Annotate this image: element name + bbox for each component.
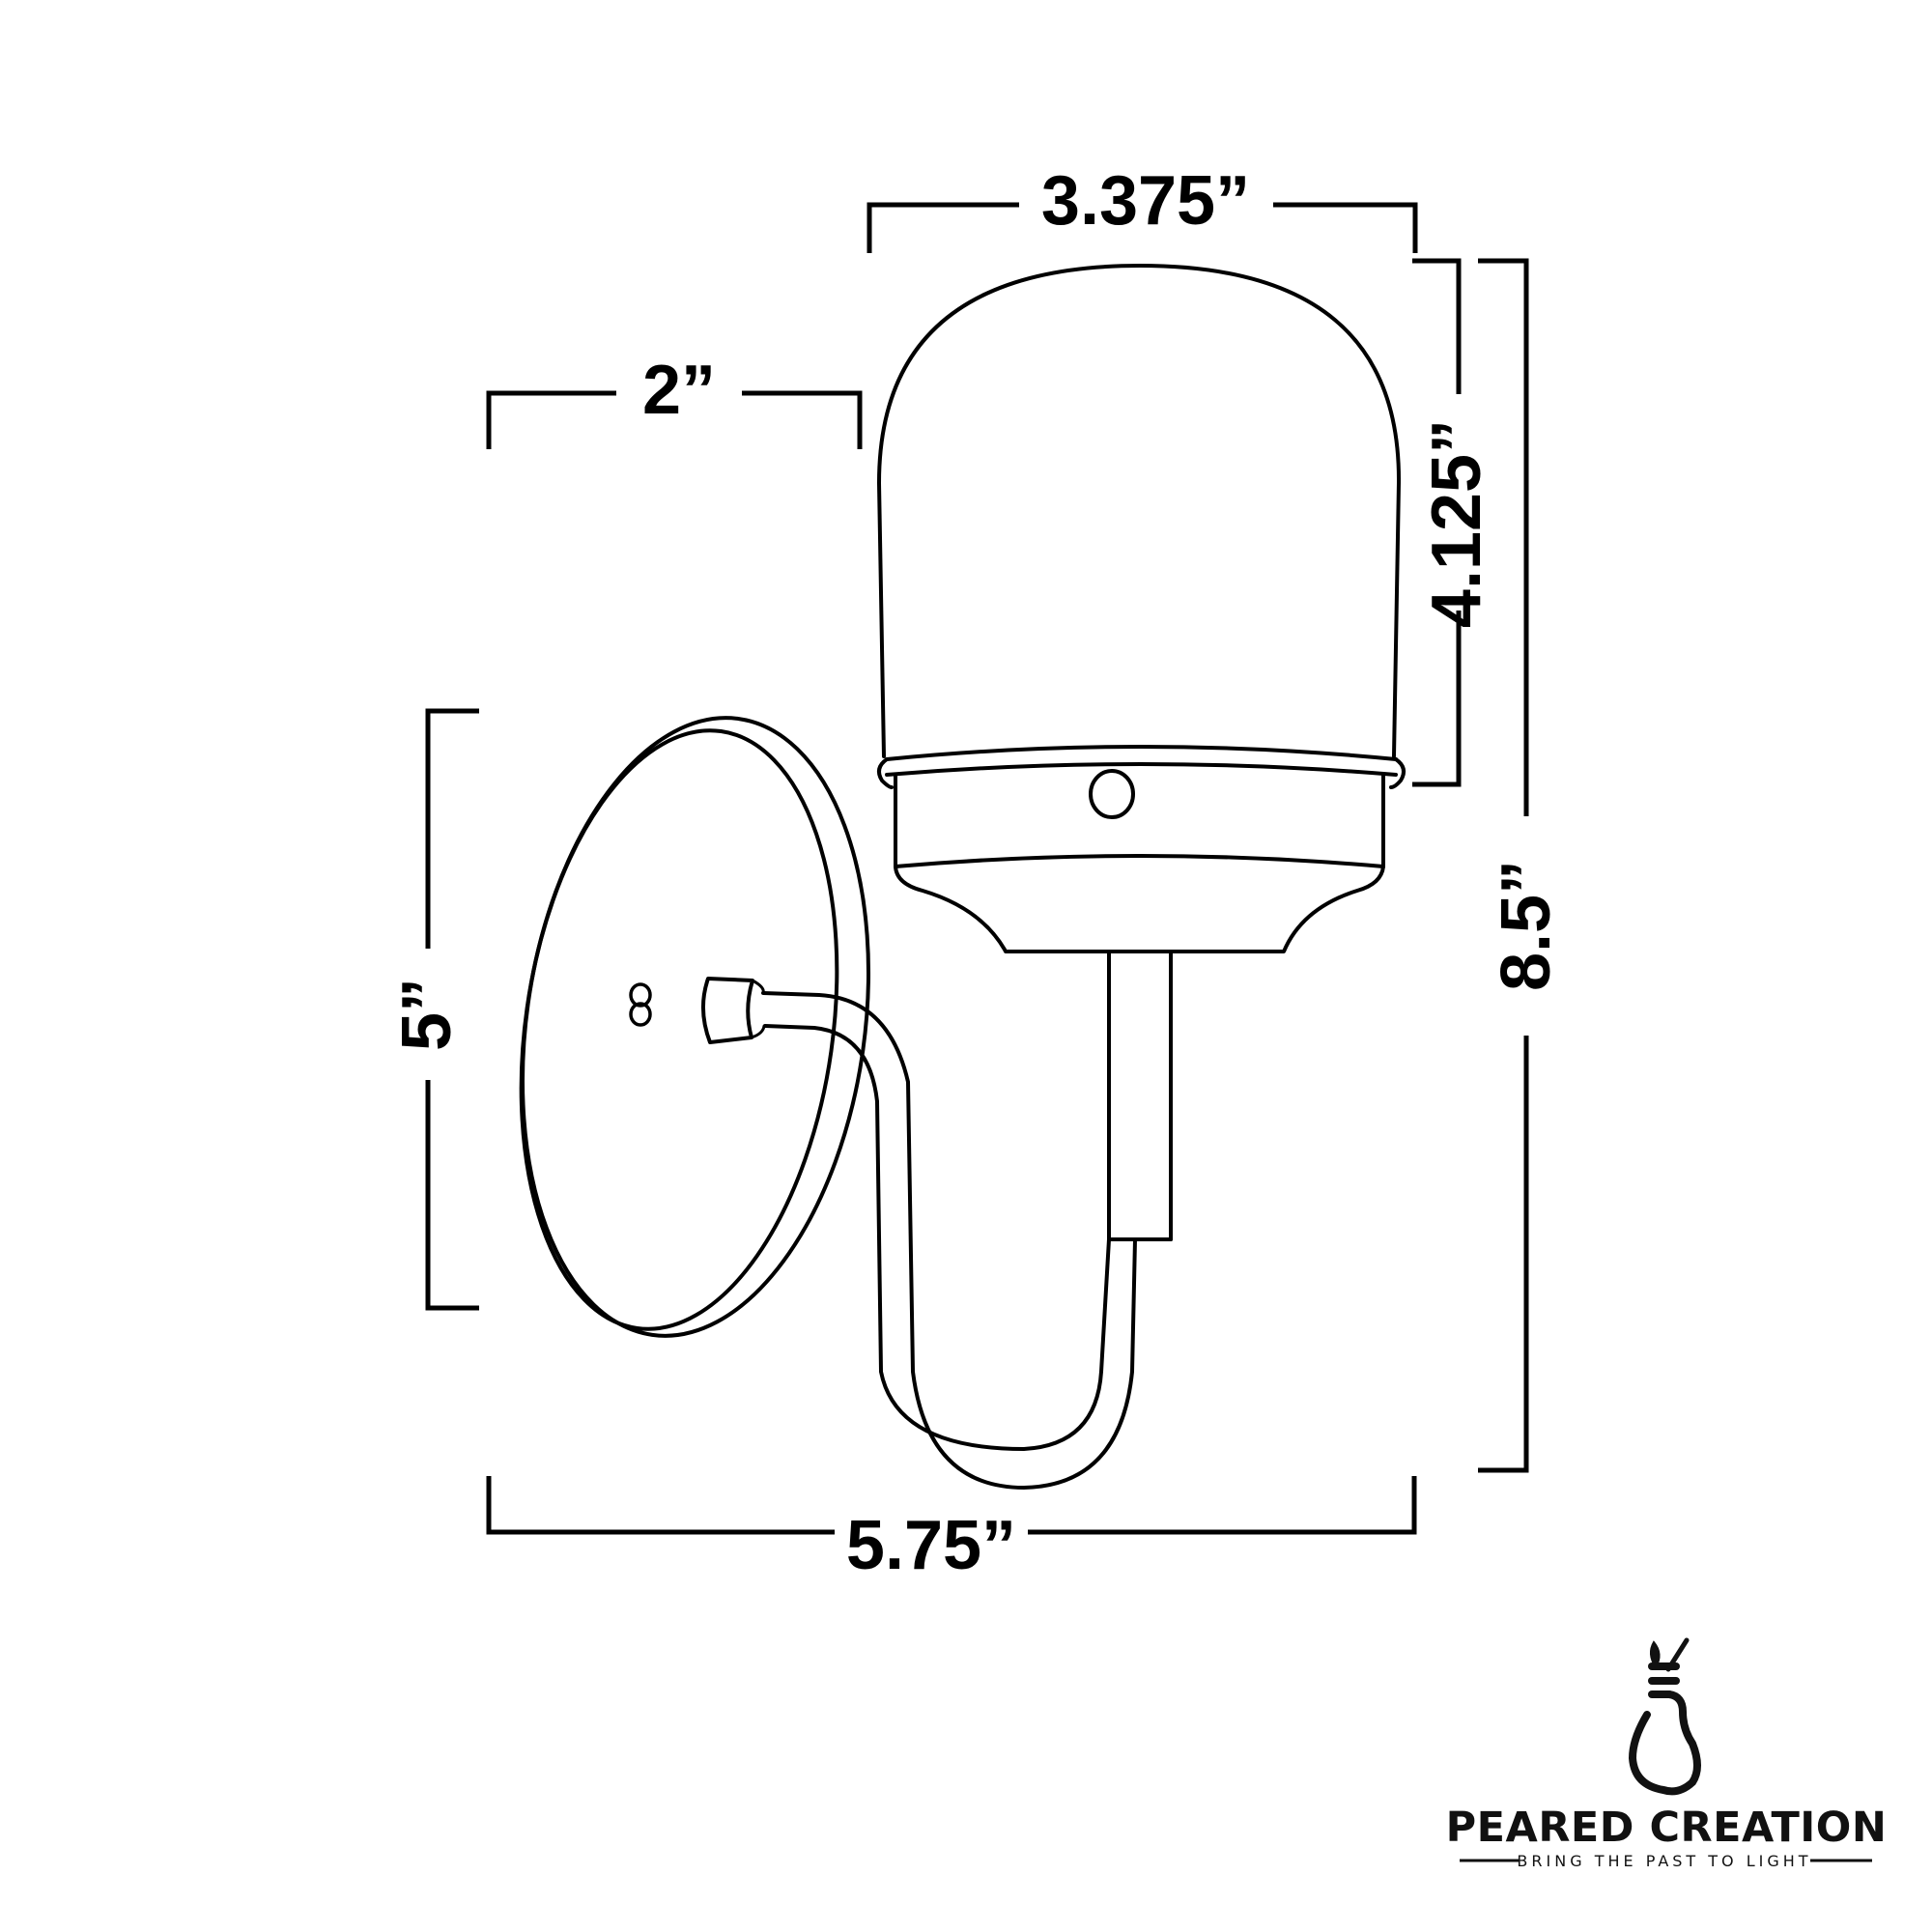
backplate-height-label: 5” bbox=[388, 978, 466, 1051]
shade-height-label: 4.125” bbox=[1418, 419, 1495, 628]
arm-tube bbox=[761, 991, 1137, 1490]
dimension-line-bottom bbox=[1478, 1036, 1529, 1473]
dimension-line-top bbox=[425, 708, 479, 949]
fitter-base bbox=[894, 865, 1385, 953]
arm-collar bbox=[700, 977, 754, 1044]
dimension-shade-height bbox=[1412, 258, 1462, 787]
dimension-shade-width bbox=[867, 202, 1418, 253]
dimension-line-left bbox=[486, 1476, 835, 1535]
total-height-label: 8.5” bbox=[1488, 860, 1565, 991]
pear-lightbulb-icon bbox=[1628, 1637, 1701, 1796]
dimension-line-top bbox=[1412, 258, 1462, 394]
dimension-line-bottom bbox=[1412, 611, 1462, 787]
fitter-base-top-edge bbox=[894, 854, 1385, 868]
total-depth-label: 5.75” bbox=[846, 1507, 1016, 1584]
backplate bbox=[519, 716, 870, 1338]
dimension-line-right bbox=[1273, 202, 1418, 253]
dimension-line-top bbox=[1478, 258, 1529, 816]
dimension-line-bottom bbox=[425, 1080, 479, 1311]
set-screw-icon bbox=[1089, 769, 1135, 819]
fitter-band bbox=[894, 773, 1385, 868]
dimension-total-height bbox=[1478, 258, 1529, 1473]
arm-depth-label: 2” bbox=[642, 352, 716, 429]
dimension-line-left bbox=[867, 202, 1019, 253]
dome-shade bbox=[877, 264, 1402, 758]
dimension-line-left bbox=[486, 390, 616, 449]
mounting-screw-icon bbox=[629, 982, 652, 1027]
stem bbox=[1107, 950, 1173, 1241]
dimension-total-depth bbox=[486, 1476, 1417, 1535]
dimension-line-right bbox=[742, 390, 863, 449]
brand-logo: PEARED CREATION BRING THE PAST TO LIGHT bbox=[1446, 1637, 1888, 1870]
dimension-backplate-height bbox=[425, 708, 479, 1311]
brand-name: PEARED CREATION bbox=[1446, 1804, 1888, 1852]
dimension-arm-depth bbox=[486, 390, 863, 449]
sconce-fixture bbox=[519, 264, 1406, 1490]
shade-lip-ring bbox=[876, 745, 1406, 789]
shade-width-label: 3.375” bbox=[1041, 162, 1250, 240]
brand-tagline: BRING THE PAST TO LIGHT bbox=[1517, 1852, 1811, 1870]
dimension-line-right bbox=[1028, 1476, 1417, 1535]
